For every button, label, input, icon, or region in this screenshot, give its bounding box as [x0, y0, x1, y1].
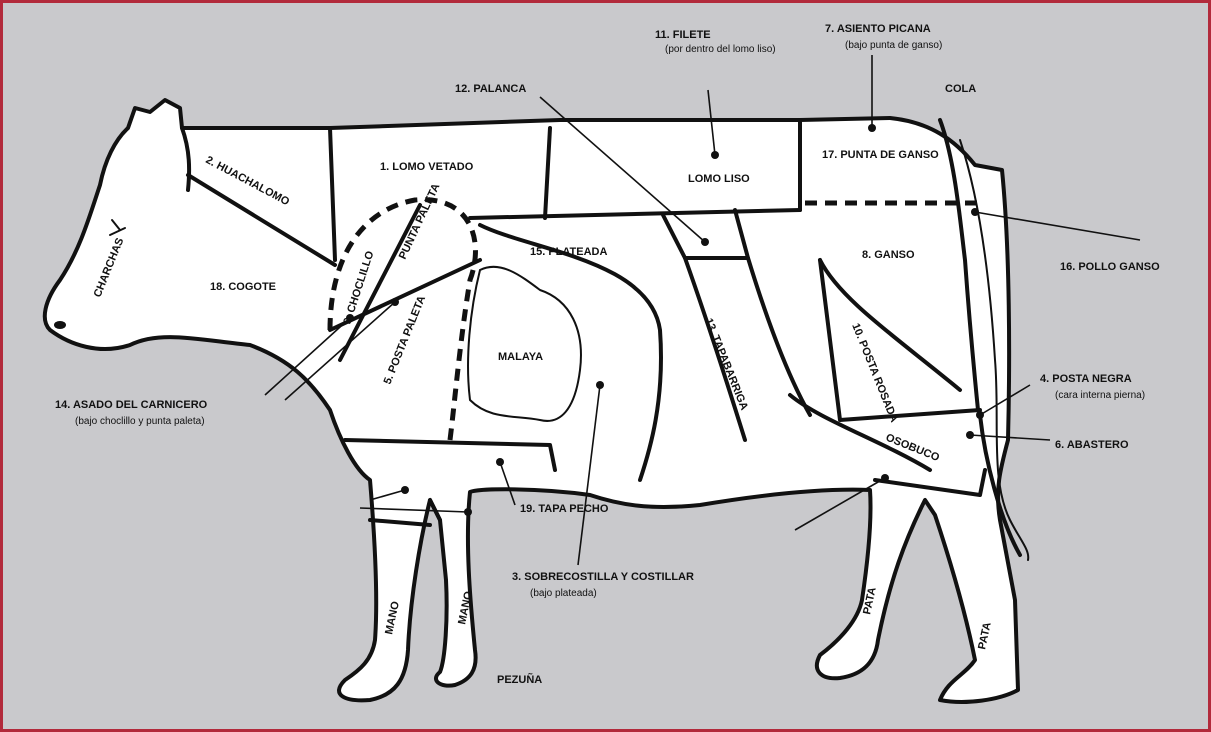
label-palanca: 12. PALANCA: [455, 83, 526, 95]
label-cogote: 18. COGOTE: [210, 281, 276, 293]
label-sobrecostilla-note: (bajo plateada): [530, 588, 597, 599]
label-posta-negra-note: (cara interna pierna): [1055, 390, 1145, 401]
label-filete: 11. FILETE: [655, 29, 711, 41]
label-lomo-liso: LOMO LISO: [688, 173, 750, 185]
label-pezuna: PEZUÑA: [497, 673, 542, 686]
label-asiento-picana: 7. ASIENTO PICANA: [825, 23, 931, 35]
label-cola: COLA: [945, 83, 976, 95]
label-ganso: 8. GANSO: [862, 249, 915, 261]
label-sobrecostilla: 3. SOBRECOSTILLA Y COSTILLAR: [512, 571, 694, 583]
nose-icon: [54, 321, 66, 329]
label-posta-negra: 4. POSTA NEGRA: [1040, 373, 1132, 385]
label-asiento-picana-note: (bajo punta de ganso): [845, 40, 942, 51]
label-plateada: 15. PLATEADA: [530, 246, 607, 258]
label-asado-carnicero-note: (bajo choclillo y punta paleta): [75, 416, 205, 427]
label-malaya: MALAYA: [498, 351, 543, 363]
label-filete-note: (por dentro del lomo liso): [665, 44, 776, 55]
label-tapa-pecho: 19. TAPA PECHO: [520, 503, 609, 515]
label-asado-carnicero: 14. ASADO DEL CARNICERO: [55, 399, 208, 411]
label-lomo-vetado: 1. LOMO VETADO: [380, 161, 474, 173]
label-punta-ganso: 17. PUNTA DE GANSO: [822, 149, 939, 161]
label-abastero: 6. ABASTERO: [1055, 439, 1129, 451]
label-pollo-ganso: 16. POLLO GANSO: [1060, 261, 1160, 273]
